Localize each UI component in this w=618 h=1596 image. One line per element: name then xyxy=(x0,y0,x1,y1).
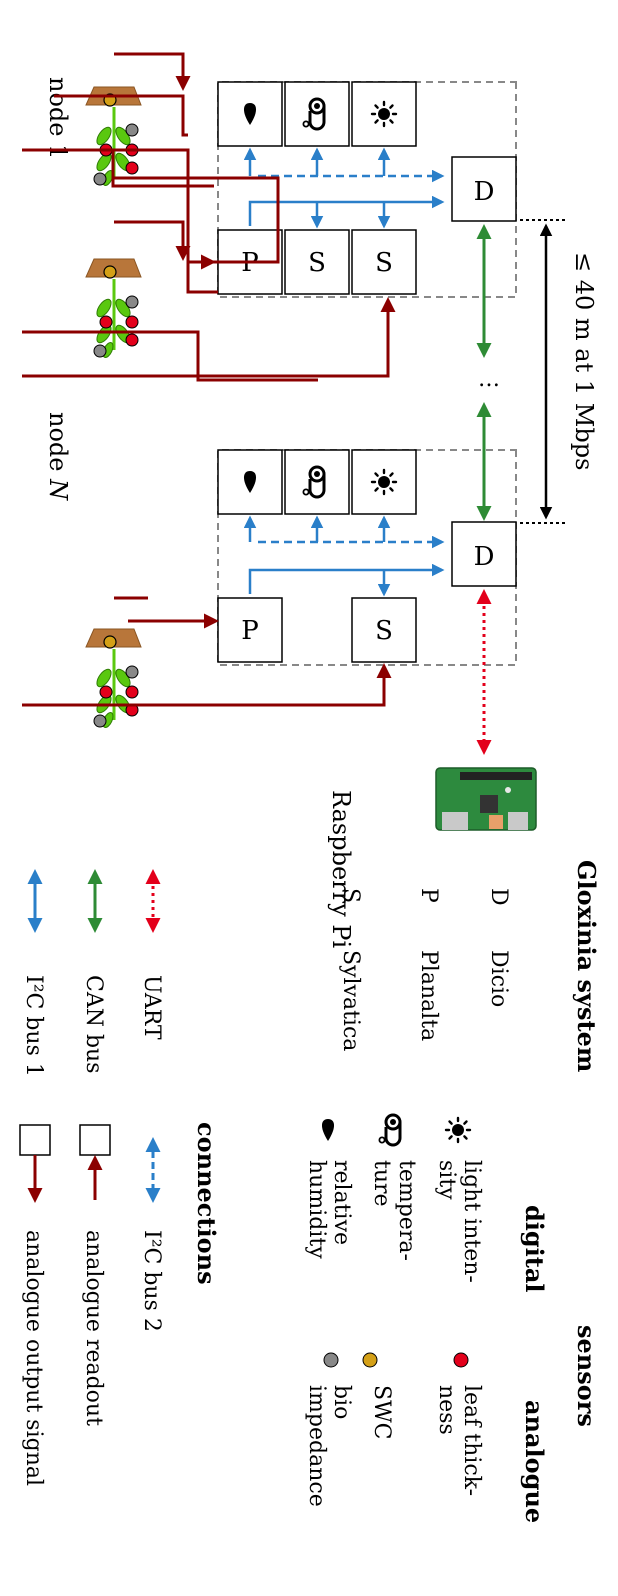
temp-line1: tempera- xyxy=(394,1160,419,1261)
thermometer-icon xyxy=(284,449,350,515)
sylvatica-letter: S xyxy=(375,616,393,646)
sylvatica-letter: S xyxy=(338,888,363,903)
i2c-bus-2-lines xyxy=(243,147,445,183)
node-n: node N D S P xyxy=(44,412,517,666)
sylvatica-box: S xyxy=(351,597,417,663)
ellipsis: … xyxy=(478,367,500,392)
raspberry-pi-label: Raspberry Pi xyxy=(327,790,355,948)
humidity-line2: humidity xyxy=(304,1160,329,1259)
distance-label: ≤ 40 m at 1 Mbps xyxy=(570,252,598,470)
sylvatica-box: S xyxy=(284,229,350,295)
sylvatica-letter: S xyxy=(375,248,393,278)
can-label: CAN bus xyxy=(81,975,106,1074)
sun-icon xyxy=(444,1116,472,1144)
leaf-line2: ness xyxy=(434,1385,459,1435)
sylvatica-box: S xyxy=(351,229,417,295)
bio-line1: bio xyxy=(329,1385,354,1419)
sylvatica-letter: S xyxy=(308,248,326,278)
legend-title: Gloxinia system xyxy=(572,860,601,1072)
legend: Gloxinia system sensors digital analogue… xyxy=(19,860,601,1523)
analogue-wires xyxy=(22,52,396,707)
dicio-letter: D xyxy=(474,177,495,207)
dicio-letter: D xyxy=(474,542,495,572)
plant-2 xyxy=(84,257,143,361)
node-n-label: node N xyxy=(44,412,72,501)
i2c-bus-2-lines xyxy=(243,515,445,549)
sensors-title: sensors xyxy=(572,1325,601,1427)
leaf-line1: leaf thick- xyxy=(459,1385,484,1496)
raspberry-pi xyxy=(435,767,537,831)
planalta-box: P xyxy=(217,597,283,663)
analogue-readout-swatch xyxy=(79,1124,111,1200)
analogue-output-swatch xyxy=(19,1124,51,1203)
plant-3 xyxy=(84,627,143,731)
dicio-box: D xyxy=(451,156,517,222)
dicio-letter: D xyxy=(486,888,511,906)
analogue-output-label: analogue output signal xyxy=(21,1230,46,1486)
temp-line2: ture xyxy=(369,1160,394,1207)
distance-indicator xyxy=(520,219,568,524)
droplet-icon xyxy=(217,449,283,515)
swc-label: SWC xyxy=(369,1385,394,1440)
node-1-label: node 1 xyxy=(44,77,72,159)
sun-icon xyxy=(351,449,417,515)
digital-title: digital xyxy=(520,1205,549,1293)
droplet-icon xyxy=(217,81,283,147)
i2c-bus-1-lines xyxy=(248,195,445,229)
planalta-name: Planalta xyxy=(416,950,441,1041)
analogue-title: analogue xyxy=(520,1400,549,1523)
bio-impedance-dot xyxy=(323,1352,339,1368)
swc-dot xyxy=(362,1352,378,1368)
dicio-box: D xyxy=(451,521,517,587)
sun-icon xyxy=(351,81,417,147)
connections-title: connections xyxy=(192,1122,221,1285)
thermometer-icon xyxy=(377,1113,402,1147)
analogue-readout-label: analogue readout xyxy=(81,1230,106,1426)
planalta-letter: P xyxy=(241,616,259,646)
sylvatica-name: Sylvatica xyxy=(338,950,363,1051)
thermometer-icon xyxy=(284,81,350,147)
light-line2: sity xyxy=(434,1160,459,1200)
leaf-thickness-dot xyxy=(453,1352,469,1368)
i2c-bus-2-label: I²C bus 2 xyxy=(139,1230,164,1332)
bio-line2: impedance xyxy=(304,1385,329,1507)
humidity-line1: relative xyxy=(329,1160,354,1245)
uart-label: UART xyxy=(139,975,164,1040)
droplet-icon xyxy=(321,1119,335,1141)
planalta-letter: P xyxy=(416,888,441,903)
dicio-name: Dicio xyxy=(486,950,511,1007)
node-1: node 1 D S S P xyxy=(44,77,517,298)
i2c-bus-1-label: I²C bus 1 xyxy=(21,975,46,1077)
light-line1: light inten- xyxy=(459,1160,484,1283)
i2c-bus-1-lines xyxy=(248,563,445,597)
